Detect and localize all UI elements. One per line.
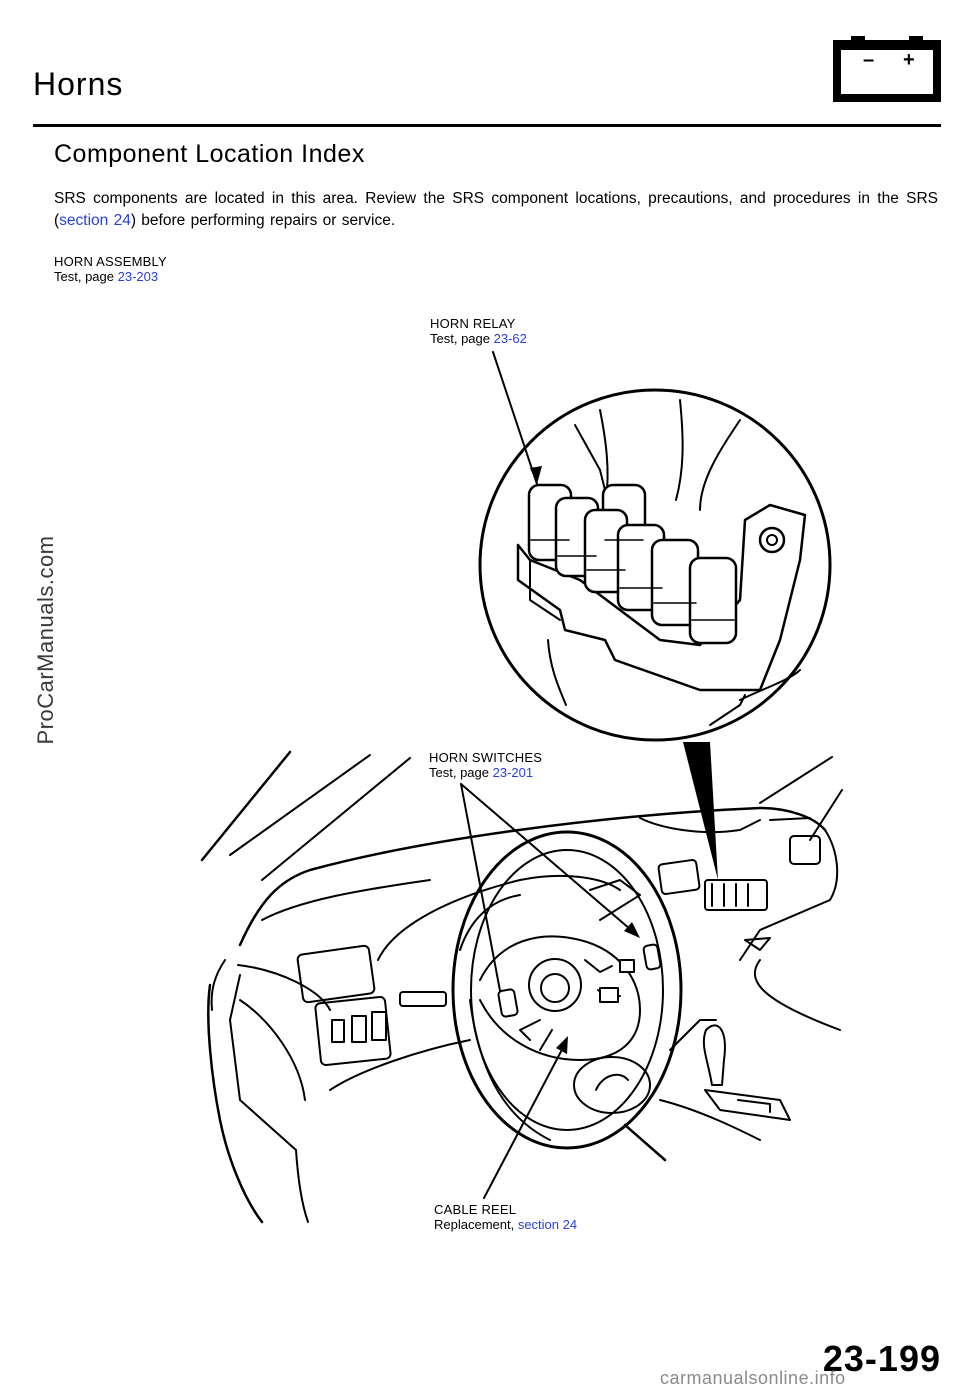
- cable-reel-label: CABLE REEL: [434, 1202, 517, 1217]
- horn-relay-page-link[interactable]: 23-62: [493, 331, 527, 346]
- horn-assembly-prefix: Test, page: [54, 269, 118, 284]
- intro-section-link[interactable]: section 24: [59, 212, 131, 229]
- page-number: 23-199: [822, 1338, 941, 1379]
- horn-assembly-page-link[interactable]: 23-203: [117, 269, 159, 284]
- horn-assembly-label: HORN ASSEMBLY: [54, 254, 167, 269]
- side-watermark: ProCarManuals.com: [33, 535, 58, 745]
- battery-minus: –: [863, 49, 874, 71]
- horn-relay-prefix: Test, page: [430, 331, 494, 346]
- callout-horn-relay: HORN RELAY Test, page 23-62: [430, 316, 527, 346]
- callout-horn-assembly: HORN ASSEMBLY Test, page 23-203: [54, 254, 167, 284]
- intro-text-end: ) before performing repairs or service.: [130, 212, 396, 229]
- horn-switches-page-link[interactable]: 23-201: [492, 765, 534, 780]
- page-title: Horns: [33, 66, 124, 102]
- title-rule: [33, 124, 941, 127]
- callout-horn-switches: HORN SWITCHES Test, page 23-201: [429, 750, 542, 780]
- horn-switches-prefix: Test, page: [429, 765, 493, 780]
- battery-icon: – +: [833, 36, 941, 102]
- horn-switches-label: HORN SWITCHES: [429, 750, 543, 765]
- leader-lines: [460, 351, 640, 1199]
- bottom-watermark: carmanualsonline.info: [660, 1368, 846, 1388]
- intro-paragraph: SRS components are located in this area.…: [54, 188, 938, 232]
- cable-reel-prefix: Replacement,: [434, 1217, 518, 1232]
- battery-plus: +: [903, 49, 915, 71]
- section-title: Component Location Index: [54, 140, 365, 168]
- cable-reel-section-link[interactable]: section 24: [517, 1217, 578, 1232]
- dashboard-drawing: [200, 750, 843, 1224]
- horn-relay-label: HORN RELAY: [430, 316, 516, 331]
- intro-text-start: SRS components are located in this area.…: [54, 190, 938, 229]
- relay-zoom-detail: [478, 388, 832, 880]
- callout-cable-reel: CABLE REEL Replacement, section 24: [434, 1202, 577, 1232]
